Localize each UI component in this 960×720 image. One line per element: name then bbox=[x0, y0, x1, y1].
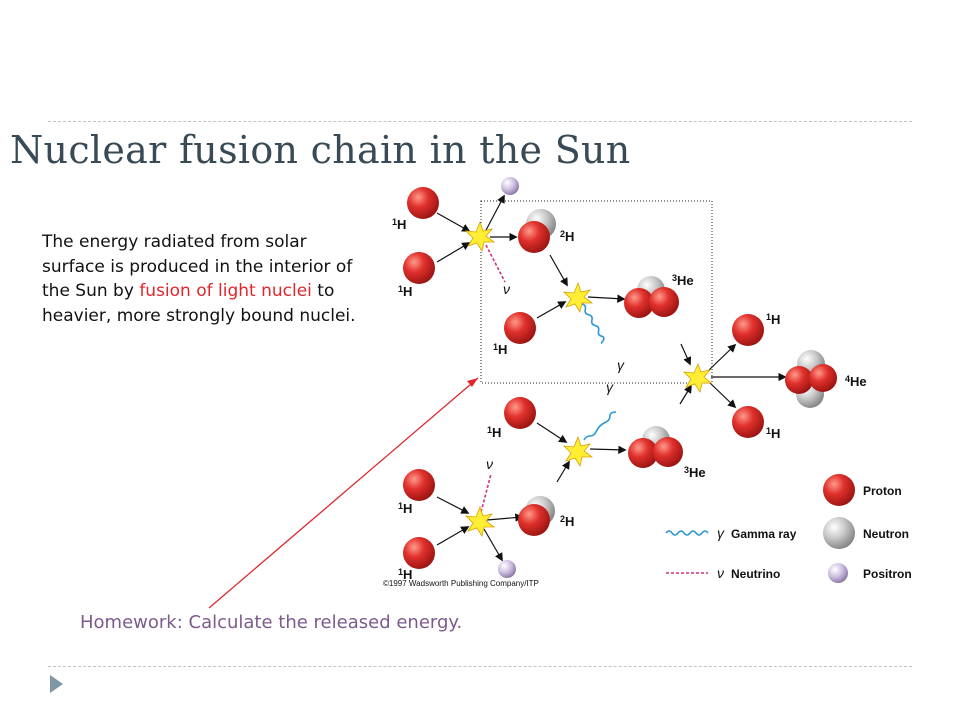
arrow-star3-to-h1-top bbox=[708, 343, 737, 371]
arrow-h1-to-star1 bbox=[436, 212, 471, 232]
gamma-line-2 bbox=[583, 411, 617, 441]
description-text: The energy radiated from solar surface i… bbox=[42, 230, 360, 328]
positron-particle bbox=[501, 177, 519, 195]
proton-particle bbox=[504, 312, 536, 344]
label-h2: 2H bbox=[560, 229, 574, 244]
legend-gamma-symbol: γ bbox=[717, 525, 725, 541]
proton-particle bbox=[809, 364, 837, 392]
legend-proton-label: Proton bbox=[863, 484, 902, 498]
reaction-star-2 bbox=[562, 281, 594, 314]
proton-particle bbox=[732, 406, 764, 438]
arrow-star4-to-he3 bbox=[589, 445, 627, 455]
proton-particle bbox=[403, 537, 435, 569]
highlight-box bbox=[480, 200, 713, 384]
arrow-h1b-to-star1 bbox=[436, 242, 471, 263]
description-part-1: The energy radiated from solar surface i… bbox=[42, 232, 353, 301]
arrow-h1b-to-star5 bbox=[436, 526, 470, 546]
arrow-star5-to-positron bbox=[483, 528, 503, 562]
arrow-he3-to-star3 bbox=[680, 343, 692, 366]
arrow-deuteron-to-star2 bbox=[549, 254, 568, 287]
arrow-star3-to-h1-bottom bbox=[708, 381, 737, 409]
legend: γ Gamma ray ν Neutrino Proton Neutron Po… bbox=[665, 484, 912, 581]
legend-gamma-line bbox=[665, 530, 709, 536]
pointer-arrowhead bbox=[467, 378, 478, 387]
gamma-line-1 bbox=[581, 303, 605, 345]
play-arrow-icon[interactable] bbox=[50, 675, 63, 693]
top-divider bbox=[48, 121, 912, 122]
proton-particle bbox=[624, 288, 654, 318]
proton-particle bbox=[732, 314, 764, 346]
description-highlight: fusion of light nuclei bbox=[139, 281, 312, 301]
label-h1: 1H bbox=[766, 426, 780, 441]
label-he3: 3He bbox=[684, 465, 706, 480]
label-h1: 1H bbox=[487, 425, 501, 440]
label-nu: ν bbox=[503, 281, 510, 297]
label-h1: 1H bbox=[493, 342, 507, 357]
label-h1: 1H bbox=[398, 284, 412, 299]
arrow-deuteron-to-star4 bbox=[556, 460, 570, 483]
reaction-star-5 bbox=[464, 505, 496, 538]
proton-particle bbox=[653, 437, 683, 467]
homework-text: Homework: Calculate the released energy. bbox=[80, 612, 463, 633]
slide-title: Nuclear fusion chain in the Sun bbox=[10, 128, 631, 172]
arrow-h1-to-star5 bbox=[436, 496, 470, 514]
legend-positron-label: Positron bbox=[863, 567, 912, 581]
proton-particle bbox=[518, 221, 550, 253]
positron-particle bbox=[498, 560, 516, 578]
arrow-he3b-to-star3 bbox=[679, 384, 692, 405]
description-part-2: to heavier, more strongly bound nuclei. bbox=[42, 281, 356, 326]
label-h1: 1H bbox=[392, 217, 406, 232]
legend-positron-swatch bbox=[828, 563, 848, 583]
arrow-proton-to-star4 bbox=[536, 422, 568, 443]
arrow-star5-to-deuteron bbox=[486, 513, 524, 522]
proton-particle bbox=[403, 469, 435, 501]
arrow-proton-to-star2 bbox=[536, 301, 567, 319]
legend-neutron-label: Neutron bbox=[863, 527, 909, 541]
reaction-star-1 bbox=[464, 220, 496, 253]
label-he3: 3He bbox=[672, 273, 694, 288]
label-h1: 1H bbox=[398, 501, 412, 516]
legend-proton-swatch bbox=[823, 474, 855, 506]
reaction-star-3 bbox=[682, 362, 713, 394]
bottom-divider bbox=[48, 666, 912, 667]
label-nu: ν bbox=[486, 456, 493, 472]
label-gamma: γ bbox=[606, 379, 614, 395]
proton-particle bbox=[518, 504, 550, 536]
proton-particle bbox=[649, 287, 679, 317]
legend-neutrino-label: Neutrino bbox=[731, 567, 780, 581]
proton-particle bbox=[403, 252, 435, 284]
legend-neutron-swatch bbox=[823, 517, 855, 549]
label-he4: 4He bbox=[845, 374, 867, 389]
proton-particle bbox=[504, 397, 536, 429]
neutrino-line-1 bbox=[485, 244, 506, 283]
label-h2: 2H bbox=[560, 514, 574, 529]
neutrino-line-2 bbox=[480, 473, 492, 513]
reaction-star-4 bbox=[562, 435, 594, 468]
legend-nu-symbol: ν bbox=[717, 565, 724, 581]
proton-particle bbox=[407, 187, 439, 219]
copyright-text: ©1997 Wadsworth Publishing Company/ITP bbox=[383, 579, 539, 588]
label-gamma: γ bbox=[617, 357, 625, 373]
legend-gamma-label: Gamma ray bbox=[731, 527, 797, 541]
arrow-star1-to-positron bbox=[483, 194, 505, 235]
label-h1: 1H bbox=[766, 312, 780, 327]
label-h1: 1H bbox=[398, 567, 412, 582]
pointer-line bbox=[208, 377, 479, 609]
arrow-star2-to-he3 bbox=[587, 294, 626, 303]
proton-particle bbox=[785, 366, 813, 394]
proton-particle bbox=[628, 438, 658, 468]
